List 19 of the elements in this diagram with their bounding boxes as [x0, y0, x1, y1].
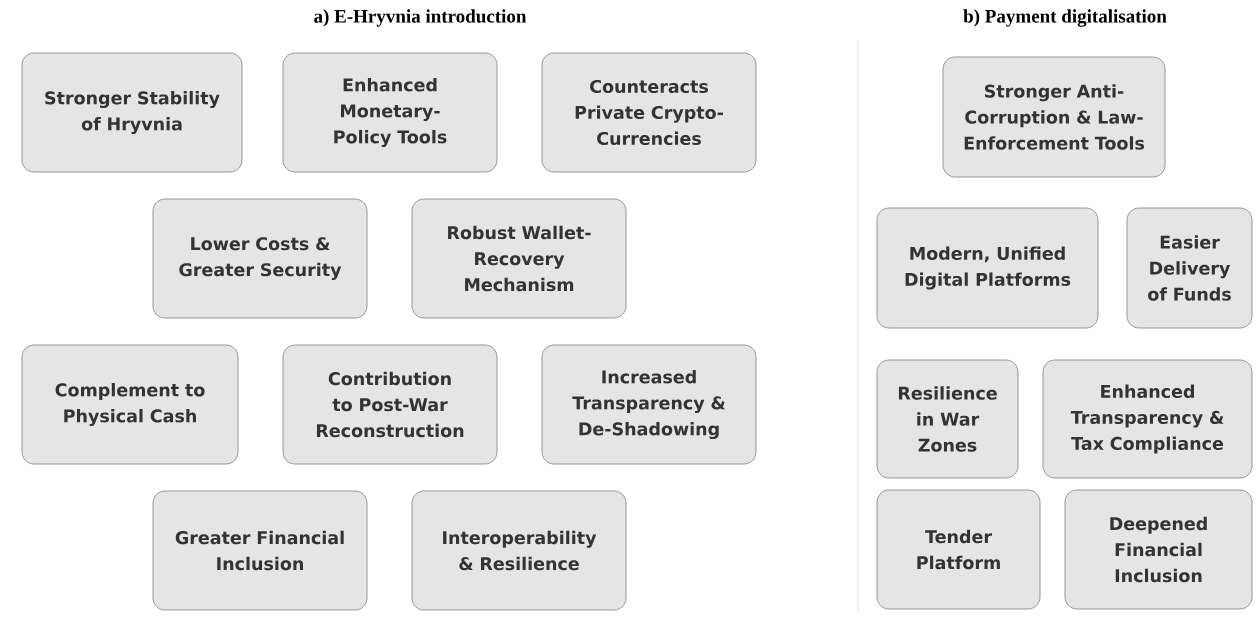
benefit-box: Greater Financial Inclusion — [152, 490, 368, 611]
benefit-box: Resilience in War Zones — [876, 359, 1019, 479]
benefit-box: Deepened Financial Inclusion — [1064, 489, 1253, 610]
benefit-box: Stronger Anti-Corruption & Law-Enforcement Tools — [942, 56, 1166, 178]
benefit-box: Complement to Physical Cash — [21, 344, 239, 465]
benefit-box: Counteracts Private Crypto-Currencies — [541, 52, 757, 173]
panel-heading: b) Payment digitalisation — [963, 9, 1167, 27]
benefit-box: Lower Costs & Greater Security — [152, 198, 368, 319]
benefit-box: Interoperability & Resilience — [411, 490, 627, 611]
benefit-box: Modern, Unified Digital Platforms — [876, 207, 1099, 329]
benefit-box: Easier Delivery of Funds — [1126, 207, 1253, 329]
benefit-box: Robust Wallet-Recovery Mechanism — [411, 198, 627, 319]
benefit-box: Contribution to Post-War Reconstruction — [282, 344, 498, 465]
benefit-box: Tender Platform — [876, 489, 1041, 610]
benefit-box: Stronger Stability of Hryvnia — [21, 52, 243, 173]
benefit-box: Increased Transparency & De-Shadowing — [541, 344, 757, 465]
benefit-box: Enhanced Transparency & Tax Compliance — [1042, 359, 1253, 479]
benefit-box: Enhanced Monetary-Policy Tools — [282, 52, 498, 173]
panel-heading: a) E-Hryvnia introduction — [314, 9, 527, 27]
